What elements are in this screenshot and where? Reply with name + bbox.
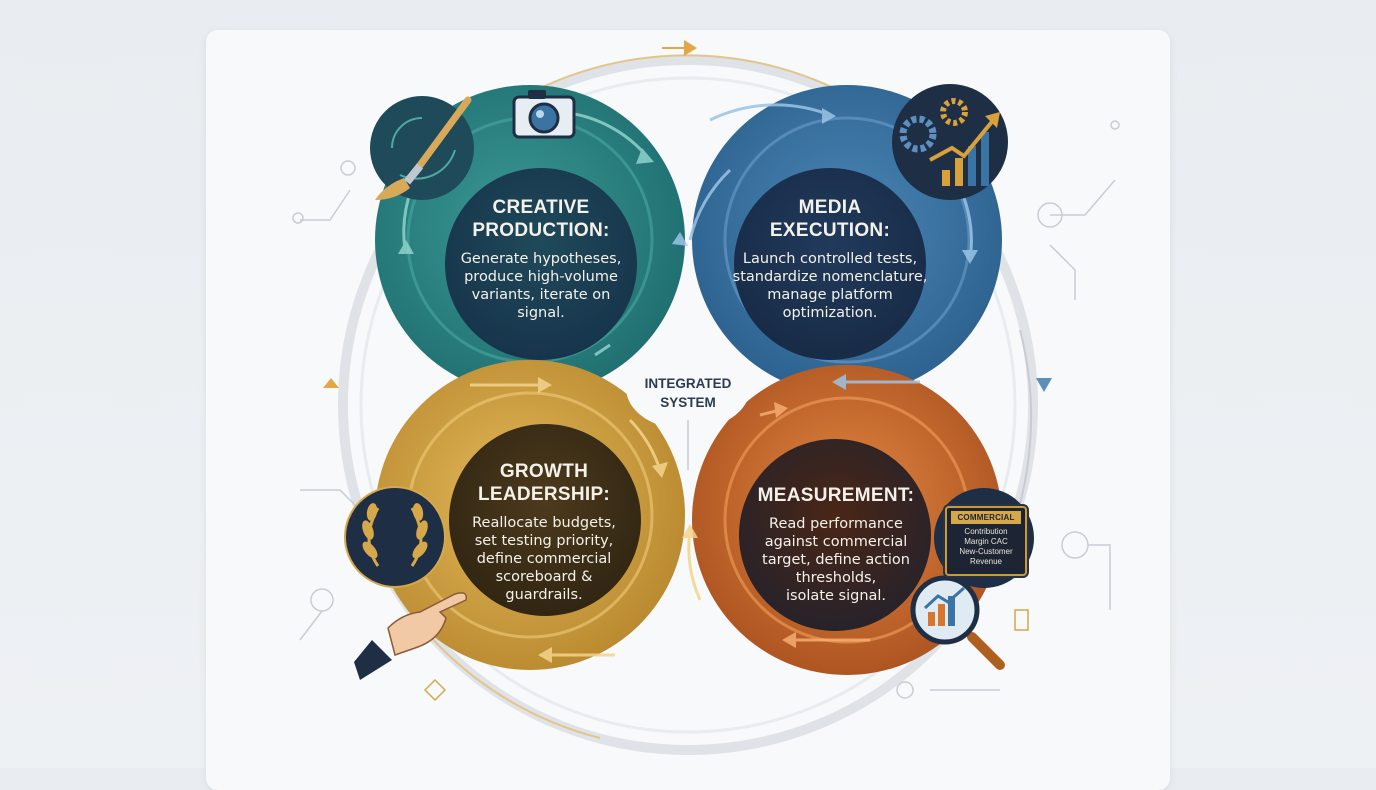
kpi-line: Contribution <box>964 527 1008 536</box>
stage-media-execution: MEDIA EXECUTION: Launch controlled tests… <box>730 196 930 322</box>
camera-icon <box>512 90 576 139</box>
kpi-card-header: COMMERCIAL <box>951 511 1021 524</box>
stage-description: Read performance against commercial targ… <box>762 516 910 604</box>
integrated-system-diagram <box>292 40 1120 755</box>
center-label: INTEGRATED SYSTEM <box>644 376 732 410</box>
stage-title: MEDIA EXECUTION: <box>769 197 891 241</box>
stage-description: Launch controlled tests, standardize nom… <box>732 251 928 321</box>
laurel-wreath-icon <box>344 486 446 588</box>
commercial-kpi-card: COMMERCIAL Contribution Margin CAC New-C… <box>945 506 1027 576</box>
stage-description: Generate hypotheses, produce high-volume… <box>460 251 622 321</box>
kpi-line: Margin CAC <box>964 537 1008 546</box>
stage-title: GROWTH LEADERSHIP: <box>477 461 611 505</box>
center-gap <box>626 346 750 430</box>
stage-title: MEASUREMENT: <box>757 485 915 506</box>
magnifier-chart-icon <box>910 575 1005 670</box>
kpi-line: Revenue <box>969 557 1003 566</box>
outer-ring-arrows <box>323 40 1052 392</box>
stage-ring-growth <box>375 360 685 670</box>
kpi-line: New-Customer <box>959 547 1013 556</box>
stage-creative-production: CREATIVE PRODUCTION: Generate hypotheses… <box>452 196 630 322</box>
stage-title: CREATIVE PRODUCTION: <box>472 197 610 241</box>
paintbrush-icon <box>370 96 474 200</box>
circuit-lines <box>292 120 1120 702</box>
gears-growth-chart-icon <box>892 84 1008 200</box>
stage-growth-leadership: GROWTH LEADERSHIP: Reallocate budgets, s… <box>456 460 632 604</box>
stage-description: Reallocate budgets, set testing priority… <box>472 515 616 603</box>
pointing-hand-icon <box>354 592 468 680</box>
stage-measurement: MEASUREMENT: Read performance against co… <box>740 484 932 605</box>
